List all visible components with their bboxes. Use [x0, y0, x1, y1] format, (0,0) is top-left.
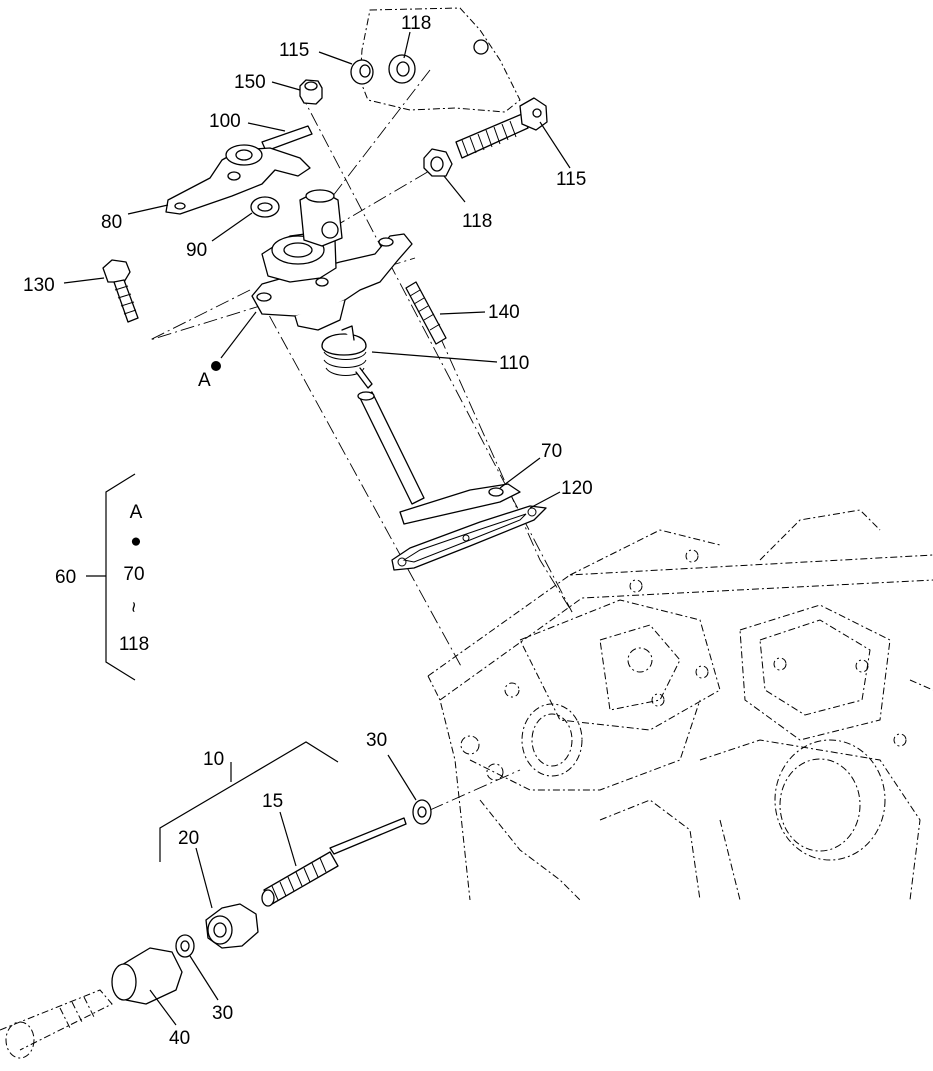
- legend-line-from: 70: [123, 564, 144, 585]
- part-40-cap: [111, 947, 183, 1005]
- group-60-legend: 60 A ● 70 ~ 118: [55, 502, 149, 655]
- label-110: 110: [499, 353, 529, 374]
- label-30-right: 30: [366, 730, 387, 751]
- group-60-brace: [105, 473, 136, 681]
- governor-housing: [251, 189, 413, 331]
- part-118-nut-mid: [423, 148, 453, 177]
- label-115-bolt: 115: [556, 169, 586, 190]
- label-140: 140: [488, 302, 520, 323]
- part-115-washer-top: [350, 59, 374, 85]
- label-150: 150: [234, 72, 266, 93]
- part-130-bolt: [102, 259, 139, 323]
- label-130: 130: [23, 275, 55, 296]
- part-15-rod: [261, 817, 407, 907]
- label-115-top: 115: [279, 40, 309, 61]
- bracket-phantom: [359, 7, 521, 113]
- part-115-bolt: [455, 97, 548, 159]
- label-90: 90: [186, 240, 207, 261]
- label-118-top: 118: [401, 13, 431, 34]
- part-90-seal: [250, 196, 280, 218]
- legend-line-a: A: [130, 502, 143, 523]
- label-30-left: 30: [212, 1003, 233, 1024]
- part-120-gasket: [391, 505, 547, 571]
- part-labels: 115 118 150 100 115 118 80 90 130 140 11…: [23, 13, 593, 1049]
- part-20-nut: [205, 903, 259, 949]
- label-100: 100: [209, 111, 241, 132]
- label-40: 40: [169, 1028, 190, 1049]
- label-a: A: [198, 370, 211, 391]
- label-80: 80: [101, 212, 122, 233]
- legend-line-tilde: ~: [122, 601, 143, 612]
- engine-block-phantom: [427, 509, 933, 901]
- part-70-lever: [357, 391, 521, 525]
- part-118-nut-top: [388, 54, 416, 84]
- label-70: 70: [541, 441, 562, 462]
- label-10: 10: [203, 749, 224, 770]
- cable-sleeve-phantom: [0, 989, 113, 1059]
- legend-line-to: 118: [119, 634, 149, 655]
- label-15: 15: [262, 791, 283, 812]
- legend-line-dot: ●: [130, 531, 141, 552]
- part-110-spring: [321, 325, 373, 389]
- part-100-pin: [261, 125, 313, 152]
- group-10-bracket: [159, 741, 339, 862]
- part-150-nut: [299, 79, 323, 105]
- label-20: 20: [178, 828, 199, 849]
- label-118-nut: 118: [462, 211, 492, 232]
- group-60-number: 60: [55, 567, 76, 588]
- alignment-lines: [149, 69, 573, 811]
- part-30-washer-right: [412, 799, 432, 825]
- reference-a-dot: [211, 361, 221, 371]
- part-140-stud: [405, 281, 447, 345]
- part-80-lever: [165, 144, 311, 215]
- part-30-washer-left: [175, 934, 195, 958]
- leader-lines: [63, 31, 571, 1026]
- label-120: 120: [561, 478, 593, 499]
